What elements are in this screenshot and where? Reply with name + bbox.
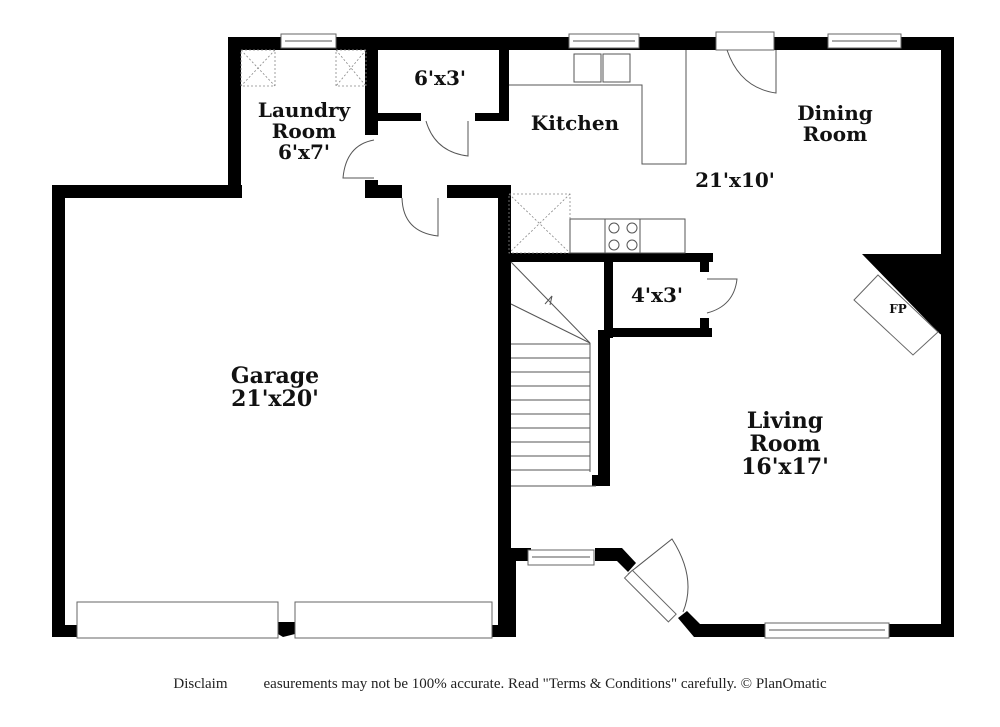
walls [52, 37, 954, 637]
staircase [510, 261, 596, 487]
closet-top-dims: 6'x3' [413, 66, 466, 90]
fireplace-label: FP [889, 302, 907, 316]
disclaimer: Disclaim easurements may not be 100% accu… [0, 676, 1000, 693]
disclaimer-part1: Disclaim [173, 676, 228, 692]
living-dims: 16'x17' [741, 454, 829, 481]
living-name-line2: Room [749, 431, 821, 458]
living-name-line1: Living [746, 408, 824, 434]
laundry-dims: 6'x7' [277, 140, 330, 164]
kitchen-label: Kitchen [530, 111, 620, 135]
garage-label: Garage 21'x20' [195, 363, 355, 413]
disclaimer-part2: easurements may not be 100% accurate. Re… [263, 676, 827, 692]
laundry-name-line1: Laundry [257, 98, 351, 122]
dining-room-label: Dining Room [780, 103, 890, 145]
kitchen-dining-dims: 21'x10' [695, 168, 775, 192]
garage-name: Garage [230, 363, 320, 389]
windows [280, 33, 902, 639]
dining-name-line2: Room [802, 122, 868, 146]
closet-mid-dims: 4'x3' [630, 283, 683, 307]
dining-name-line1: Dining [797, 101, 873, 125]
kitchen-fixtures [508, 50, 687, 254]
doors [76, 31, 777, 639]
laundry-name-line2: Room [271, 119, 337, 143]
living-room-label: Living Room 16'x17' [715, 408, 855, 481]
laundry-appliances [240, 49, 367, 87]
garage-dims: 21'x20' [231, 386, 319, 413]
laundry-room-label: Laundry Room 6'x7' [245, 100, 363, 163]
fireplace-hearth [853, 274, 939, 356]
